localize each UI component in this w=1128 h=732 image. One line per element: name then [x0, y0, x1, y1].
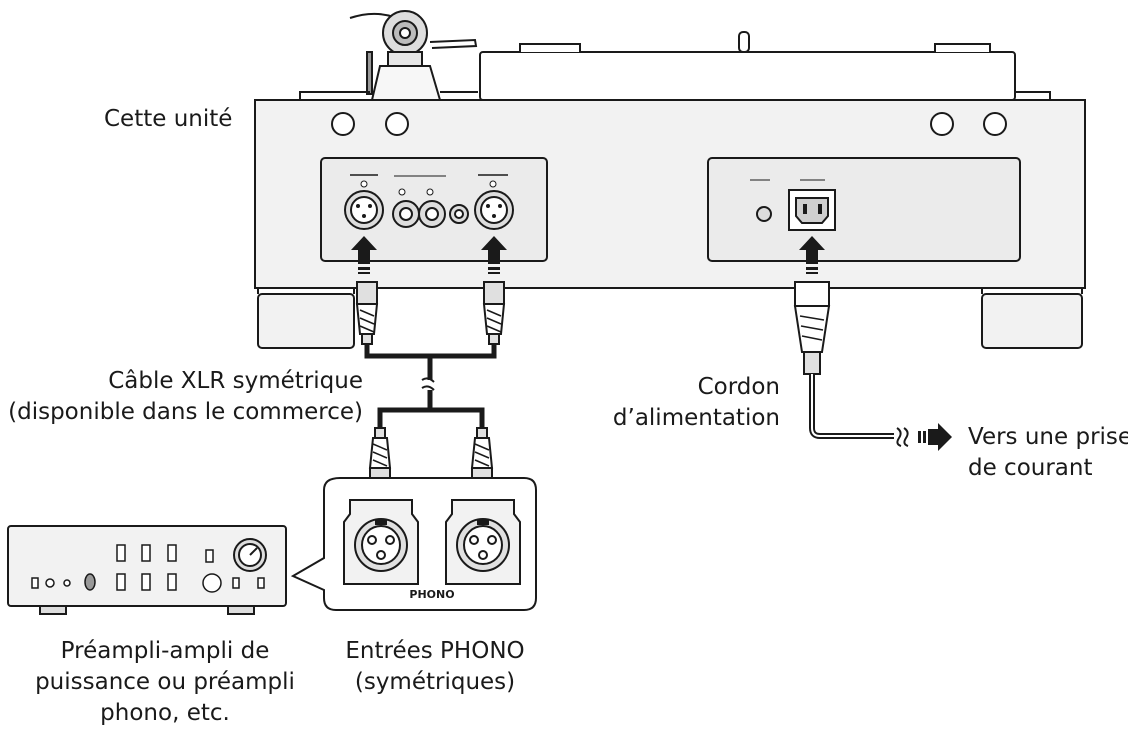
tonearm [349, 10, 478, 101]
power-switch [756, 206, 772, 222]
foot [257, 293, 355, 349]
label-phono-inputs-line2: (symétriques) [354, 669, 516, 695]
xlr-input-left [343, 499, 419, 585]
mount-hole [331, 112, 355, 136]
phono-panel-label: PHONO [409, 588, 454, 601]
label-xlr-cable-line2: (disponible dans le commerce) [8, 399, 363, 425]
xlr-cable [355, 281, 506, 491]
label-power-cord: Cordon d’alimentation [613, 372, 780, 434]
rca-output-right [418, 200, 446, 228]
xlr-plug-top-left [355, 281, 379, 345]
amplifier [7, 525, 287, 615]
power-cord [793, 281, 909, 447]
insert-arrows [351, 236, 825, 274]
xlr-output-connector-left [344, 190, 384, 230]
label-power-cord-line2: d’alimentation [612, 405, 780, 431]
power-panel [707, 157, 1021, 262]
phono-callout: PHONO [290, 477, 537, 611]
arrow-up-icon [481, 236, 507, 274]
arrow-up-icon [799, 236, 825, 274]
label-amplifier-line1: Préampli-ampli de [60, 638, 270, 664]
label-outlet-line1: Vers une prise [968, 424, 1128, 450]
label-phono-inputs: Entrées PHONO (symétriques) [330, 636, 540, 698]
ground-terminal [449, 204, 469, 224]
label-amplifier: Préampli-ampli de puissance ou préampli … [20, 636, 310, 729]
rca-output-left [392, 200, 420, 228]
mount-hole [930, 112, 954, 136]
arrow-up-icon [351, 236, 377, 274]
label-phono-inputs-line1: Entrées PHONO [345, 638, 525, 664]
mount-hole [385, 112, 409, 136]
audio-output-panel [320, 157, 548, 262]
label-outlet-line2: de courant [968, 455, 1093, 481]
label-unit: Cette unité [104, 106, 233, 132]
arrow-right-icon [918, 423, 952, 451]
label-power-cord-line1: Cordon [697, 374, 780, 400]
mount-hole [983, 112, 1007, 136]
foot [981, 293, 1083, 349]
power-plug [793, 281, 831, 375]
xlr-output-connector-right [474, 190, 514, 230]
xlr-plug-top-right [482, 281, 506, 345]
label-xlr-cable-line1: Câble XLR symétrique [108, 368, 363, 394]
ac-inlet [788, 189, 836, 231]
turntable-unit [254, 10, 1086, 349]
xlr-input-right [445, 499, 521, 585]
label-xlr-cable: Câble XLR symétrique (disponible dans le… [8, 366, 363, 428]
volume-knob [233, 538, 267, 572]
label-amplifier-line3: phono, etc. [100, 700, 230, 726]
label-outlet: Vers une prise de courant [968, 422, 1128, 484]
label-amplifier-line2: puissance ou préampli [35, 669, 295, 695]
